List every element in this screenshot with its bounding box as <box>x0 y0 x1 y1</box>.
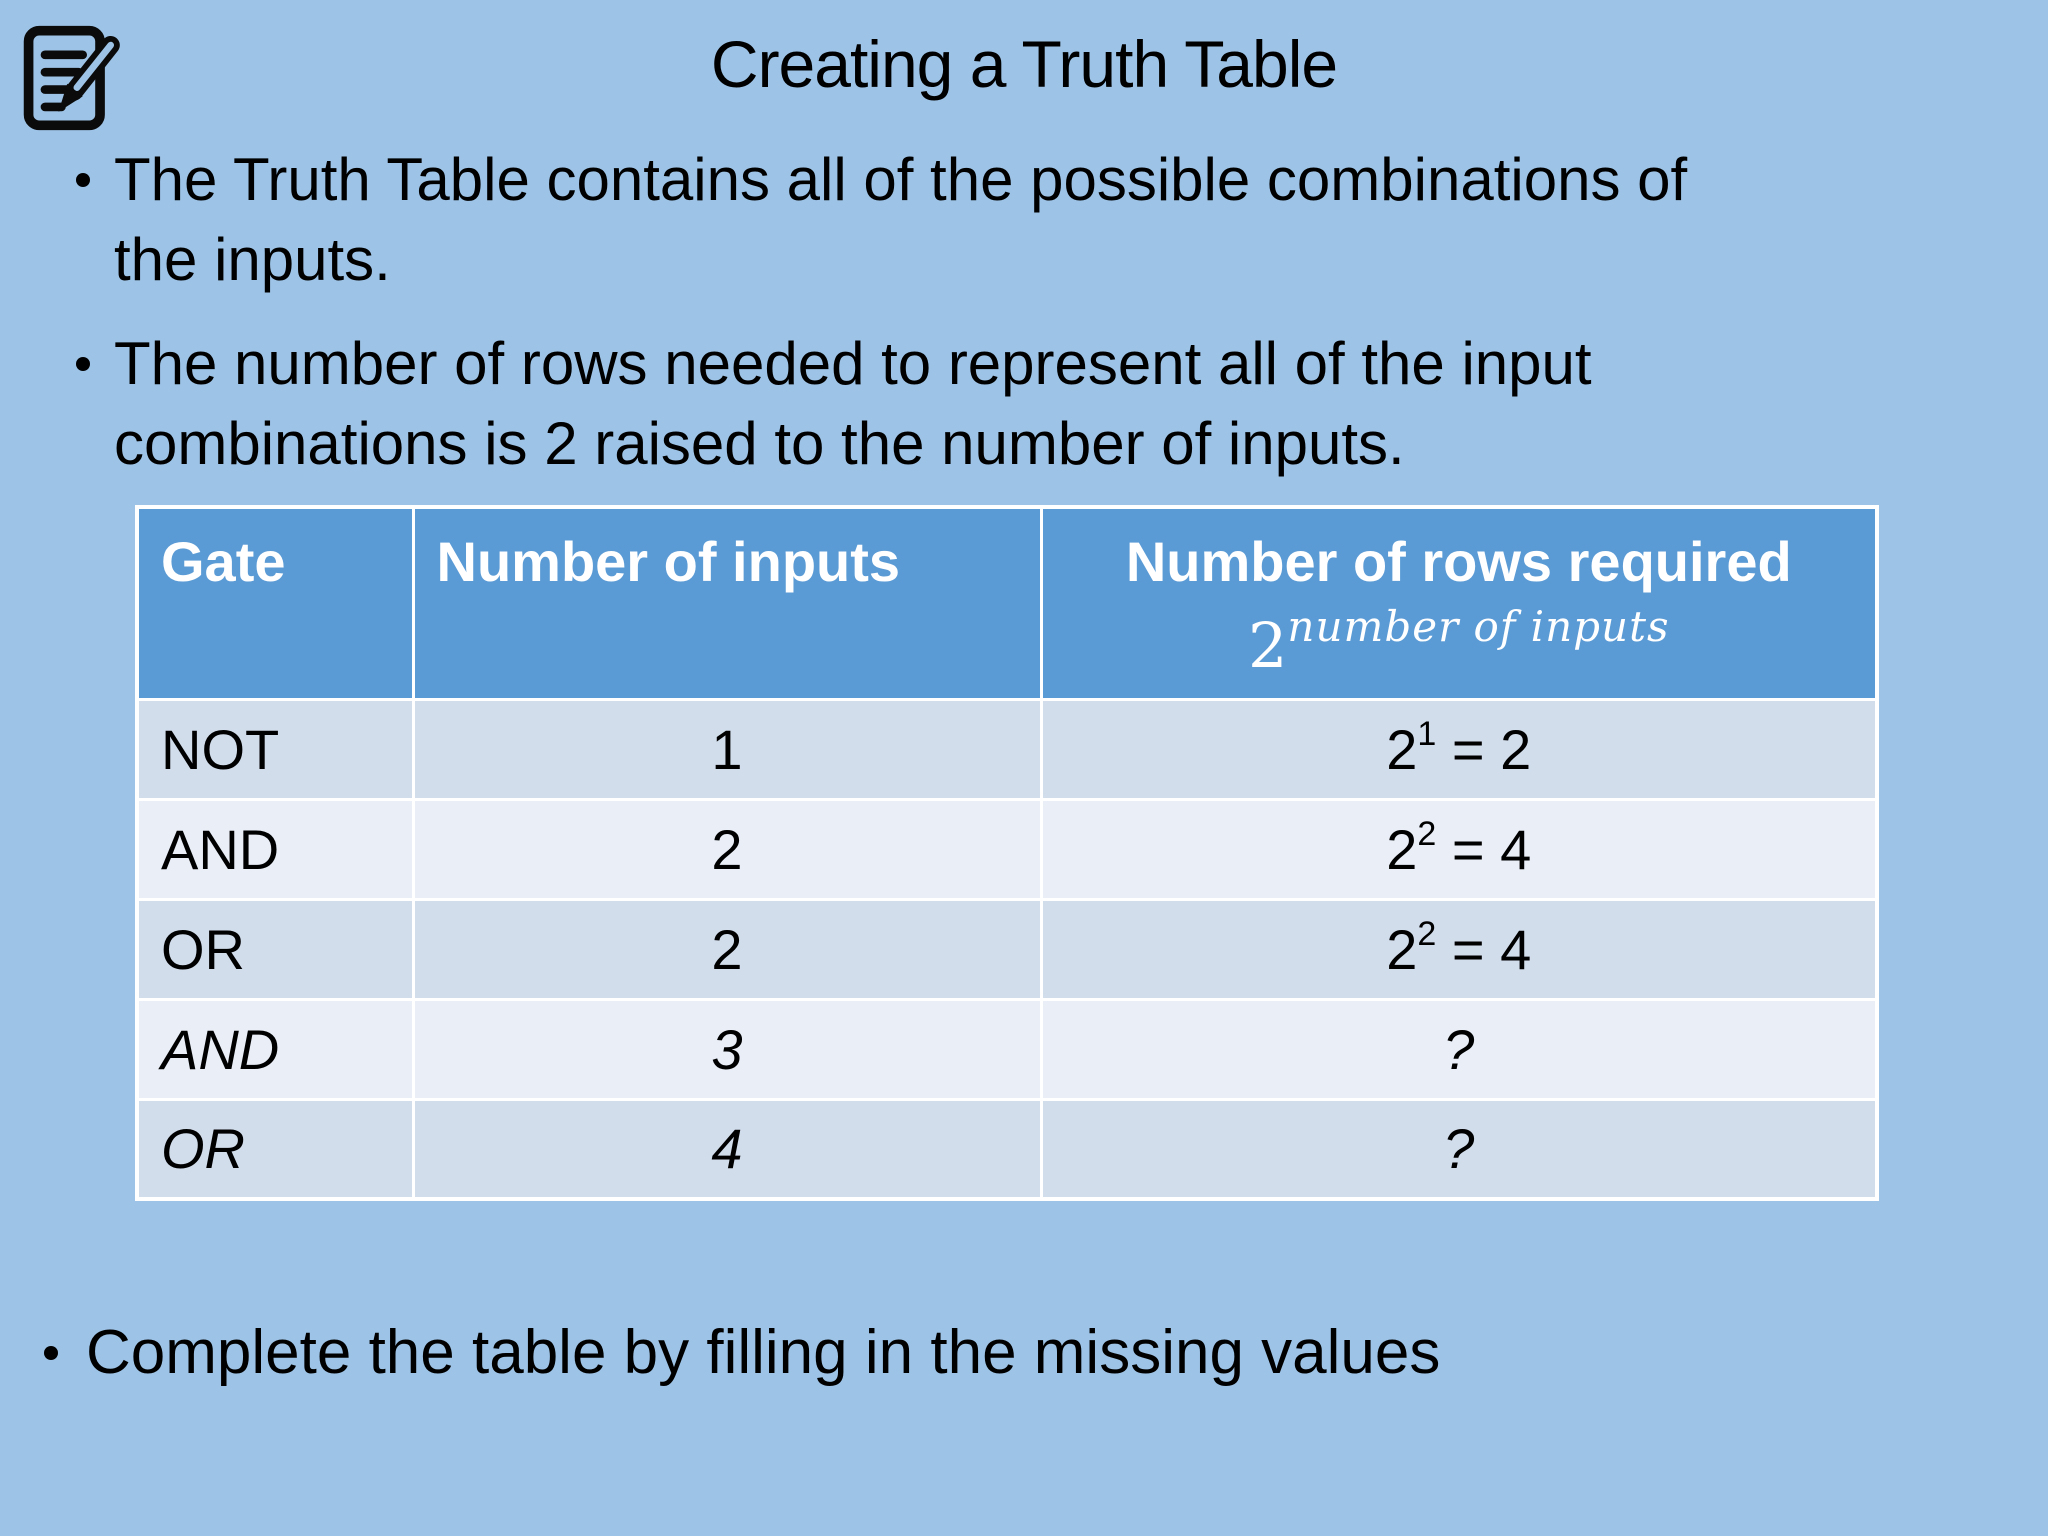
row-formula-result: = 2 <box>1436 717 1532 781</box>
bullet-list: The Truth Table contains all of the poss… <box>72 140 1992 508</box>
truth-table: Gate Number of inputs Number of rows req… <box>135 505 1879 1201</box>
row-formula-result: = 4 <box>1436 917 1532 981</box>
bullet-text: The number of rows needed to represent a… <box>114 330 1592 477</box>
gate-cell: OR <box>135 897 415 1001</box>
inputs-cell: 1 <box>411 697 1043 801</box>
row-formula-result: = 4 <box>1436 817 1532 881</box>
gate-cell: AND <box>135 797 415 901</box>
bullet-text: The Truth Table contains all of the poss… <box>114 146 1688 293</box>
row-formula-exponent: 2 <box>1417 914 1437 953</box>
row-formula-exponent: 1 <box>1417 714 1437 753</box>
bullet-dot <box>76 173 90 187</box>
footer-bullet-text: Complete the table by filling in the mis… <box>86 1318 1441 1387</box>
inputs-cell: 2 <box>411 797 1043 901</box>
inputs-cell: 2 <box>411 897 1043 1001</box>
header-gate: Gate <box>135 505 415 701</box>
rows-required-cell: 22 = 4 <box>1039 897 1879 1001</box>
formula-base: 2 <box>1247 609 1288 682</box>
header-rows-required-label: Number of rows required <box>1125 530 1792 593</box>
table-header-row: Gate Number of inputs Number of rows req… <box>135 505 1879 701</box>
inputs-cell: 4 <box>411 1097 1043 1201</box>
bullet-item-2: The number of rows needed to represent a… <box>72 324 1992 484</box>
bullet-item-1: The Truth Table contains all of the poss… <box>72 140 1992 300</box>
row-formula-base: 2 <box>1386 717 1418 781</box>
rows-required-cell: ? <box>1039 1097 1879 1201</box>
gate-cell: NOT <box>135 697 415 801</box>
inputs-cell: 3 <box>411 997 1043 1101</box>
memo-pencil-icon <box>23 25 120 131</box>
rows-required-cell: 22 = 4 <box>1039 797 1879 901</box>
formula-exponent: number of inputs <box>1287 602 1670 651</box>
footer-bullet: Complete the table by filling in the mis… <box>40 1312 1992 1394</box>
row-formula-base: 2 <box>1386 817 1418 881</box>
header-formula: 2number of inputs <box>1044 602 1875 682</box>
header-rows-required: Number of rows required 2number of input… <box>1039 505 1879 701</box>
bullet-dot <box>44 1346 58 1360</box>
slide-title: Creating a Truth Table <box>710 27 1338 101</box>
bullet-dot <box>76 357 90 371</box>
row-formula-exponent: 2 <box>1417 814 1437 853</box>
gate-cell: OR <box>135 1097 415 1201</box>
rows-required-cell: 21 = 2 <box>1039 697 1879 801</box>
header-number-of-inputs: Number of inputs <box>411 505 1043 701</box>
gate-cell: AND <box>135 997 415 1101</box>
rows-required-cell: ? <box>1039 997 1879 1101</box>
row-formula-base: 2 <box>1386 917 1418 981</box>
